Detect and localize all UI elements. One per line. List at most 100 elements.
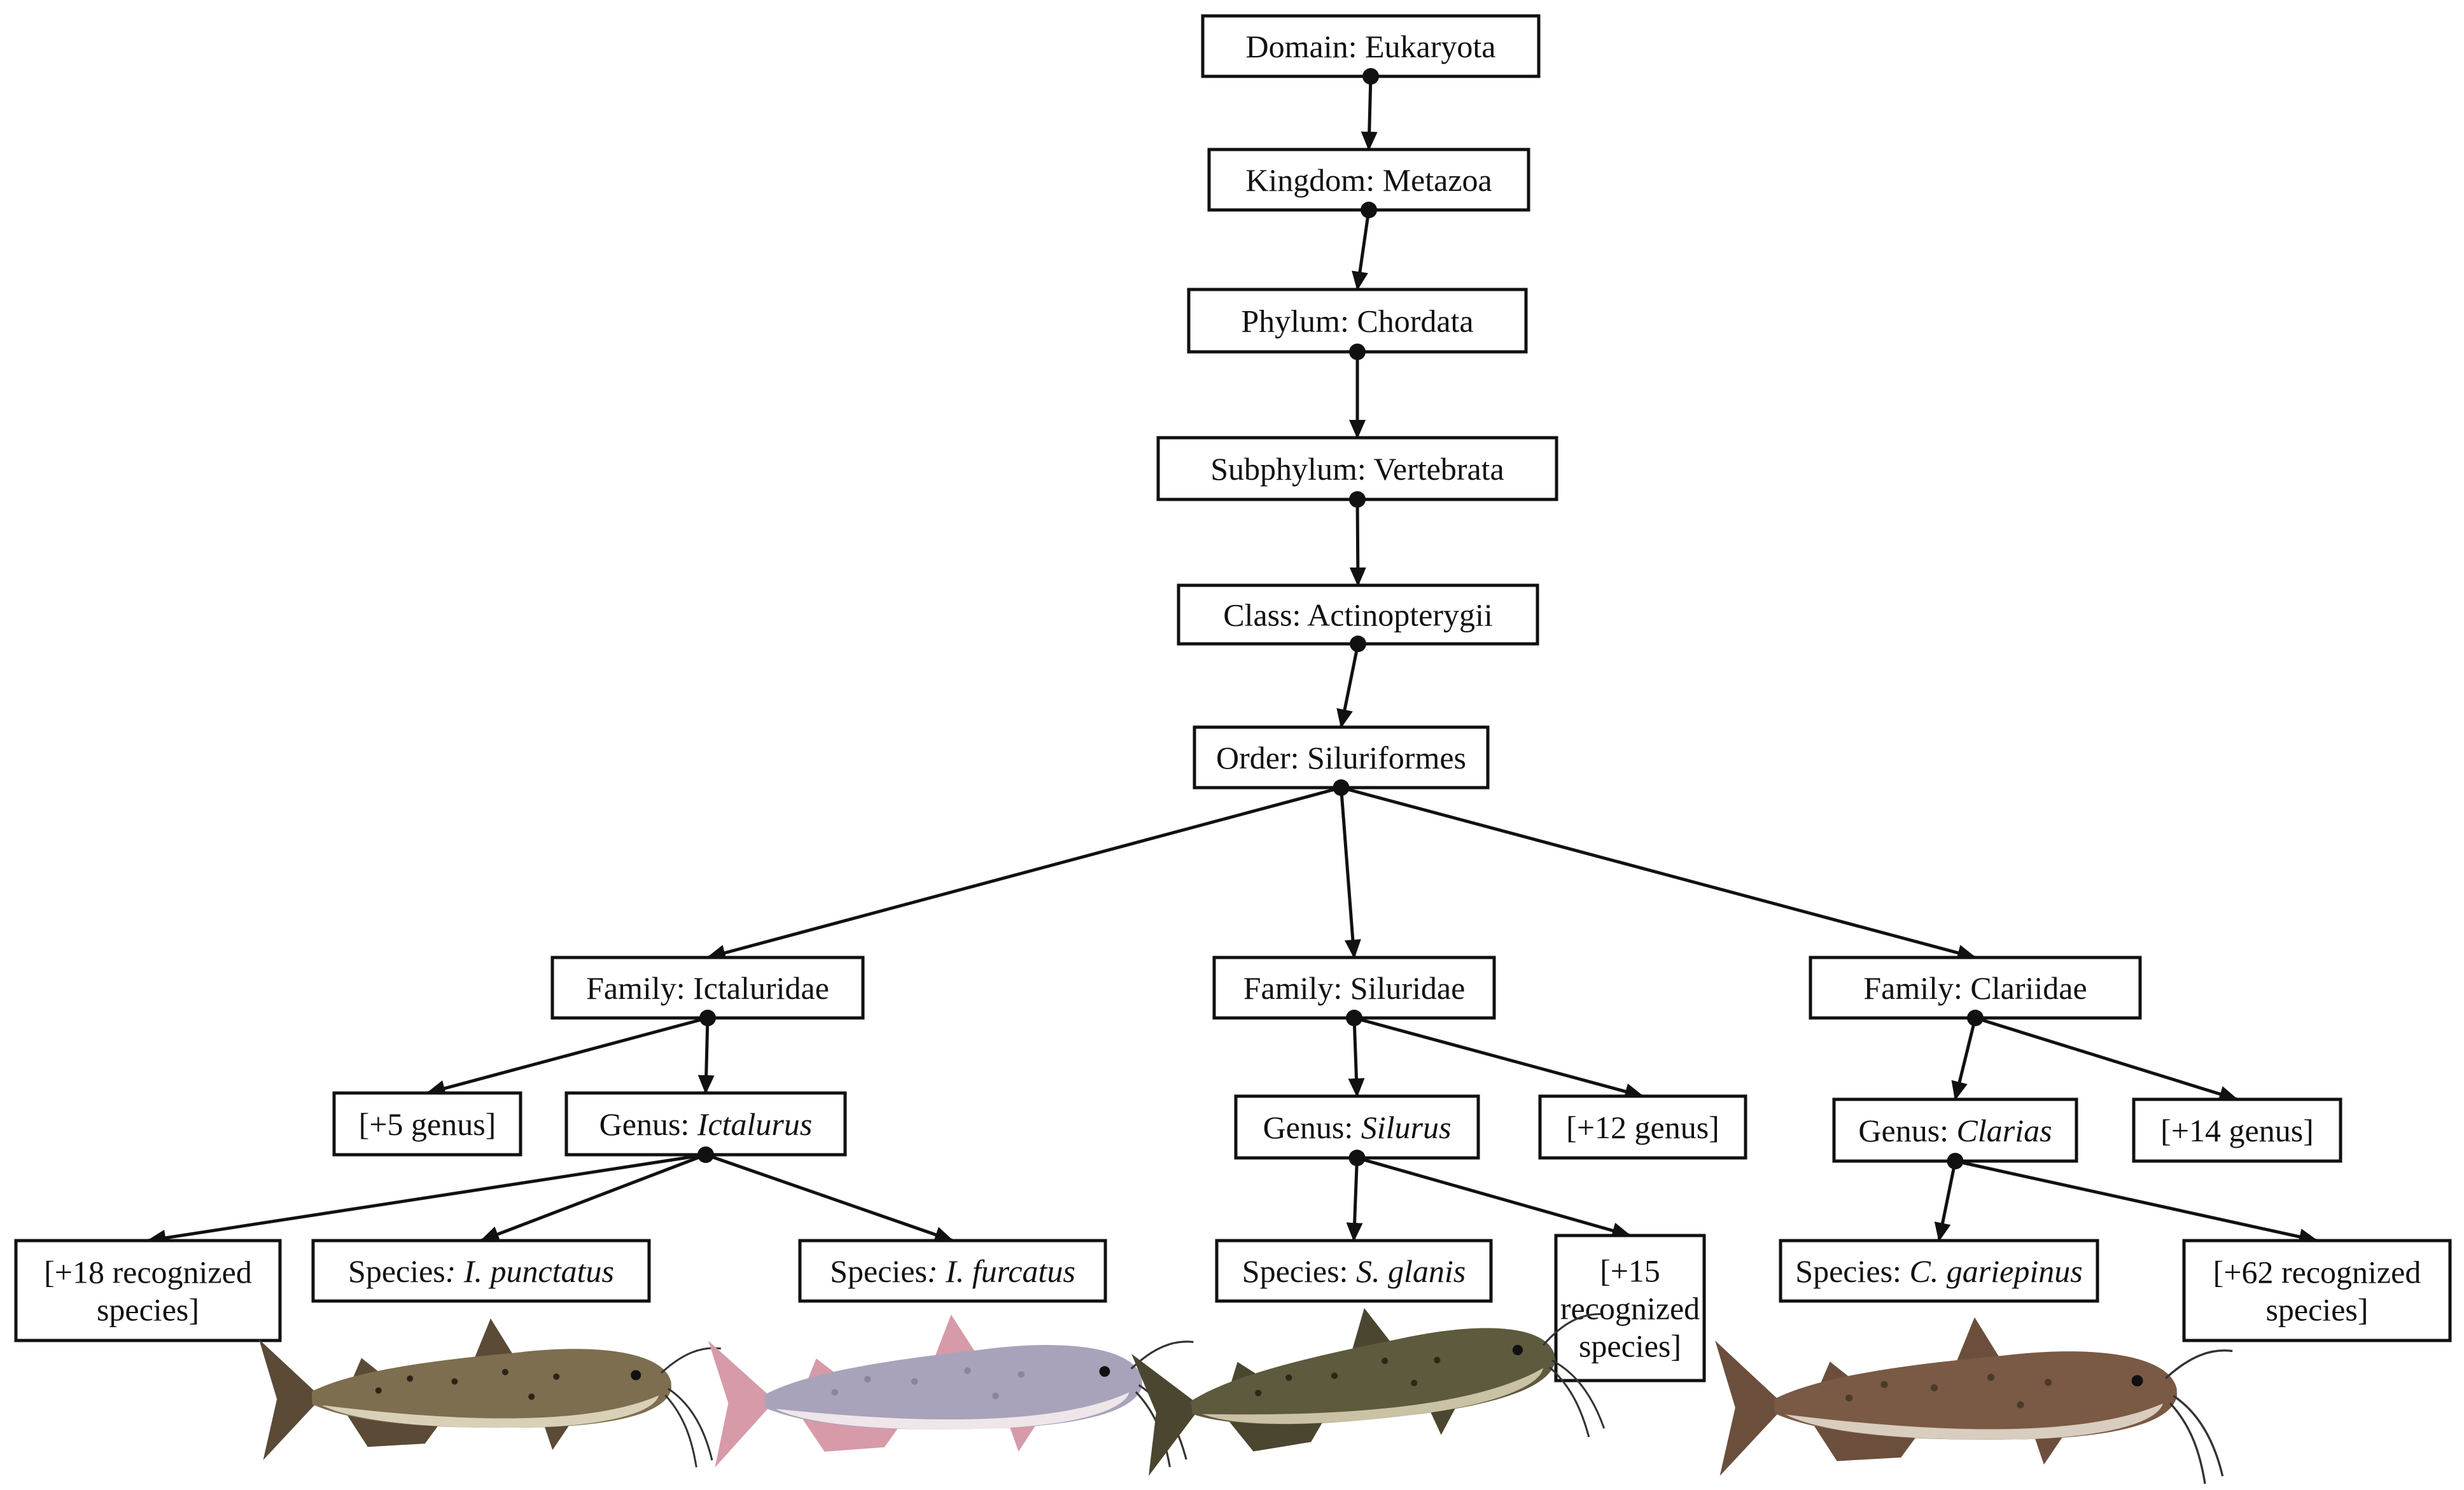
node-label: Kingdom: Metazoa bbox=[1245, 162, 1492, 198]
node-box bbox=[2132, 1097, 2342, 1163]
node-gen-cla: Genus: Clarias bbox=[1832, 1097, 2078, 1163]
node-box bbox=[2182, 1239, 2452, 1342]
node-label-part: recognized bbox=[1560, 1291, 1700, 1326]
edge-fam-ict-to-gen-ict bbox=[697, 1017, 715, 1094]
branch-dot bbox=[1346, 1010, 1362, 1026]
node-box bbox=[798, 1239, 1107, 1303]
node-cla-more: [+14 genus] bbox=[2132, 1097, 2342, 1163]
branch-dot bbox=[1348, 1150, 1366, 1166]
wels-catfish-illustration bbox=[1131, 1308, 1606, 1476]
node-phylum: Phylum: Chordata bbox=[1187, 288, 1528, 354]
branch-dot bbox=[697, 1146, 714, 1163]
node-label-part: species] bbox=[97, 1292, 199, 1328]
dots-layer bbox=[697, 68, 1984, 1169]
node-label: Family: Ictaluridae bbox=[586, 970, 829, 1006]
node-label-part: Subphylum: Vertebrata bbox=[1210, 451, 1504, 487]
node-label: Species: S. glanis bbox=[1242, 1253, 1466, 1289]
node-sp-furc: Species: I. furcatus bbox=[798, 1239, 1107, 1303]
node-label-part: [+18 recognized bbox=[44, 1255, 252, 1290]
node-box bbox=[332, 1091, 522, 1157]
illustrations-layer bbox=[258, 1308, 2233, 1484]
node-label-part: species] bbox=[2265, 1292, 2368, 1328]
node-label-part: [+15 bbox=[1600, 1253, 1660, 1289]
node-box bbox=[1779, 1239, 2099, 1303]
node-sp-punct: Species: I. punctatus bbox=[311, 1239, 651, 1303]
node-label: Species: I. furcatus bbox=[830, 1253, 1075, 1289]
node-label-part: Family: Ictaluridae bbox=[586, 970, 829, 1006]
node-box bbox=[311, 1239, 651, 1303]
edge-kingdom-to-phylum bbox=[1352, 209, 1371, 291]
node-fam-sil: Family: Siluridae bbox=[1212, 956, 1496, 1020]
node-box bbox=[564, 1091, 847, 1157]
node-domain: Domain: Eukaryota bbox=[1201, 14, 1541, 78]
edges-layer bbox=[146, 76, 2318, 1246]
node-label-part: [+14 genus] bbox=[2160, 1113, 2314, 1148]
edge-fam-ict-to-ict-more bbox=[426, 1016, 708, 1097]
node-box bbox=[1215, 1239, 1493, 1303]
node-sil-more: [+12 genus] bbox=[1538, 1094, 1747, 1160]
node-label: species] bbox=[97, 1292, 199, 1328]
edge-gen-sil-to-sp-glanis bbox=[1346, 1157, 1363, 1242]
node-label: [+5 genus] bbox=[359, 1106, 496, 1142]
african-catfish-illustration bbox=[1715, 1317, 2233, 1484]
node-label-part: Genus: bbox=[599, 1106, 697, 1142]
branch-dot bbox=[1350, 636, 1366, 652]
edge-gen-ict-to-sp-furc bbox=[705, 1153, 954, 1243]
node-box bbox=[1177, 583, 1539, 646]
node-fam-ict: Family: Ictaluridae bbox=[550, 956, 865, 1020]
edge-gen-ict-to-sp-punct bbox=[480, 1153, 706, 1243]
node-box bbox=[1207, 148, 1530, 212]
node-label-part: species] bbox=[1579, 1328, 1681, 1364]
node-label: Family: Siluridae bbox=[1243, 970, 1466, 1006]
node-sp-garie: Species: C. gariepinus bbox=[1779, 1239, 2099, 1303]
node-gen-ict: Genus: Ictalurus bbox=[564, 1091, 847, 1157]
node-label: Class: Actinopterygii bbox=[1223, 597, 1493, 633]
node-label-part: [+12 genus] bbox=[1566, 1110, 1719, 1145]
node-label-italic: Ictalurus bbox=[697, 1106, 813, 1142]
node-fam-cla: Family: Clariidae bbox=[1809, 956, 2142, 1020]
node-label-italic: C. gariepinus bbox=[1909, 1253, 2082, 1289]
node-label: recognized bbox=[1560, 1291, 1700, 1326]
node-label-part: Class: Actinopterygii bbox=[1223, 597, 1493, 633]
node-label: Domain: Eukaryota bbox=[1246, 29, 1496, 64]
node-label-italic: Silurus bbox=[1361, 1110, 1452, 1145]
node-ict-more: [+5 genus] bbox=[332, 1091, 522, 1157]
edge-domain-to-kingdom bbox=[1361, 76, 1378, 151]
node-box bbox=[1212, 956, 1496, 1020]
node-label-italic: : I. punctatus bbox=[445, 1253, 614, 1289]
node-label-part: [+5 genus] bbox=[359, 1106, 496, 1142]
node-label-part: Family: Clariidae bbox=[1863, 970, 2087, 1006]
node-kingdom: Kingdom: Metazoa bbox=[1207, 148, 1530, 212]
node-label: Species: I. punctatus bbox=[348, 1253, 614, 1289]
node-label-italic: Clarias bbox=[1957, 1113, 2052, 1148]
branch-dot bbox=[1361, 202, 1377, 218]
edge-fam-sil-to-sil-more bbox=[1354, 1016, 1644, 1100]
node-label-part: Order: Siluriformes bbox=[1216, 740, 1466, 776]
blue-catfish-illustration bbox=[708, 1314, 1194, 1468]
edge-gen-cla-to-sp-garie bbox=[1934, 1160, 1957, 1242]
node-subphylum: Subphylum: Vertebrata bbox=[1156, 436, 1558, 501]
node-label: species] bbox=[2265, 1292, 2368, 1328]
node-label: Species: C. gariepinus bbox=[1795, 1253, 2082, 1289]
node-label: [+12 genus] bbox=[1566, 1110, 1719, 1145]
node-label-italic: S. glanis bbox=[1356, 1253, 1466, 1289]
node-label: [+14 genus] bbox=[2160, 1113, 2314, 1148]
node-label: [+18 recognized bbox=[44, 1255, 252, 1290]
branch-dot bbox=[699, 1010, 716, 1026]
branch-dot bbox=[1349, 491, 1366, 508]
edge-gen-sil-to-sil-sp-more bbox=[1356, 1156, 1632, 1239]
node-label: [+15 bbox=[1600, 1253, 1660, 1289]
edge-gen-ict-to-ict-sp-more bbox=[146, 1153, 706, 1246]
node-box bbox=[1832, 1097, 2078, 1163]
node-box bbox=[1554, 1234, 1706, 1382]
edge-order-to-fam-ict bbox=[706, 786, 1342, 961]
node-label-part: [+62 recognized bbox=[2213, 1255, 2421, 1290]
node-label: [+62 recognized bbox=[2213, 1255, 2421, 1290]
channel-catfish-illustration bbox=[258, 1318, 722, 1468]
edge-subphylum-to-class bbox=[1349, 499, 1366, 587]
